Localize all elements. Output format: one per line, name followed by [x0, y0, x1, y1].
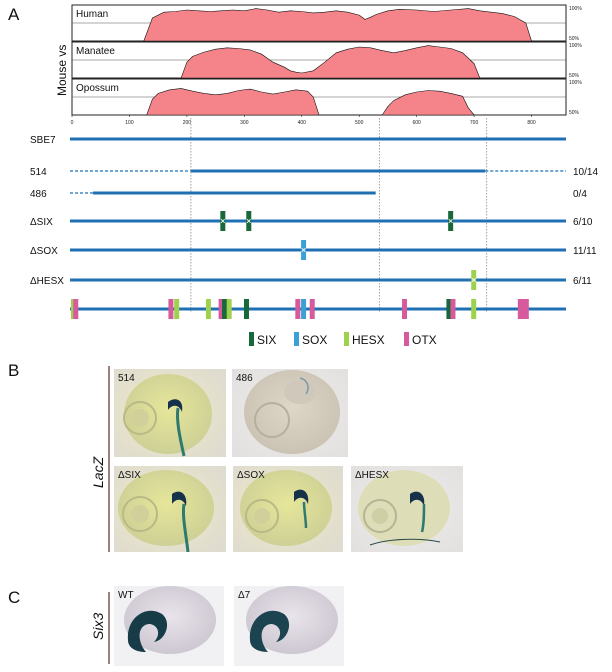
embryo-image-dsox: ΔSOX [233, 466, 343, 552]
legend-label-sox: SOX [302, 333, 327, 347]
site-legend: SIX SOX HESX OTX [249, 332, 437, 347]
position-axis: 0 100 200 300 400 500 600 700 800 [71, 115, 536, 126]
axis-tick-label: 400 [298, 120, 307, 126]
binding-site-otx [450, 299, 456, 319]
binding-site-hesx [226, 299, 232, 319]
legend-label-six: SIX [257, 333, 276, 347]
image-label-wt: WT [118, 590, 134, 601]
binding-site-otx [168, 299, 174, 319]
binding-site-hesx [471, 299, 477, 319]
legend-label-hesx: HESX [352, 333, 385, 347]
construct-label: 514 [30, 167, 47, 178]
axis-tick-label: 300 [240, 120, 249, 126]
axis-tick-label: 600 [412, 120, 421, 126]
axis-tick-label: 500 [355, 120, 364, 126]
binding-site-otx [295, 299, 301, 319]
panel-label-b: B [8, 361, 19, 380]
track-name: Human [76, 9, 108, 20]
embryo-image-486: 486 [232, 369, 348, 457]
axis-tick-label: 700 [470, 120, 479, 126]
track-pct-bottom: 50% [569, 110, 580, 116]
binding-site-otx [309, 299, 315, 319]
binding-site-six [243, 299, 249, 319]
construct-ratio: 10/14 [573, 167, 598, 178]
mutation-mark [471, 277, 476, 283]
construct-row: 486 0/4 [30, 189, 587, 200]
image-label-dhesx: ΔHESX [355, 470, 389, 481]
embryo-image-514: 514 [114, 369, 226, 457]
construct-row: ΔSIX 6/10 [30, 211, 593, 231]
conservation-area [180, 45, 481, 79]
mutation-mark [448, 218, 453, 224]
binding-site-six [446, 299, 452, 319]
conservation-ylabel: Mouse vs [55, 45, 69, 96]
construct-ratio: 6/10 [573, 217, 593, 228]
track-pct-top: 100% [569, 43, 582, 49]
panel-label-a: A [8, 5, 20, 24]
legend-swatch-sox [294, 332, 299, 346]
binding-site-otx [218, 299, 224, 319]
embryo-image-d7: Δ7 [234, 586, 344, 666]
construct-ratio: 11/11 [573, 246, 597, 257]
track-pct-top: 100% [569, 6, 582, 12]
six3-label: Six3 [90, 613, 106, 640]
track-pct-bottom: 50% [569, 73, 580, 79]
track-pct-bottom: 50% [569, 36, 580, 42]
image-label-dsox: ΔSOX [237, 470, 265, 481]
construct-ratio: 0/4 [573, 189, 587, 200]
legend-label-otx: OTX [412, 333, 437, 347]
lacz-label: LacZ [90, 456, 106, 488]
binding-site-otx [517, 299, 529, 319]
construct-row: SBE7 [30, 135, 566, 146]
axis-tick-label: 800 [527, 120, 536, 126]
binding-site-sox [301, 299, 307, 319]
binding-site-six [222, 299, 228, 319]
binding-site-otx [73, 299, 79, 319]
construct-label: ΔHESX [30, 276, 64, 287]
construct-label: 486 [30, 189, 47, 200]
binding-site-otx [402, 299, 408, 319]
image-label-486: 486 [236, 373, 253, 384]
panel-label-c: C [8, 588, 20, 607]
embryo-image-dsix: ΔSIX [114, 466, 226, 553]
axis-tick-label: 200 [183, 120, 192, 126]
construct-label: ΔSOX [30, 246, 58, 257]
embryo-image-wt: WT [114, 586, 224, 666]
binding-site-hesx [174, 299, 180, 319]
construct-row: ΔSOX 11/11 [30, 240, 597, 260]
track-pct-top: 100% [569, 80, 582, 86]
embryo-image-dhesx: ΔHESX [351, 466, 463, 552]
track-name: Opossum [76, 83, 119, 94]
mutation-mark [220, 218, 225, 224]
legend-swatch-six [249, 332, 254, 346]
conservation-area [146, 88, 475, 116]
axis-tick-label: 0 [71, 120, 74, 126]
construct-row: ΔHESX 6/11 [30, 270, 592, 290]
mutation-mark [301, 247, 306, 253]
binding-site-hesx [205, 299, 211, 319]
construct-label: ΔSIX [30, 217, 53, 228]
construct-ratio: 6/11 [573, 276, 592, 287]
construct-row [70, 299, 566, 319]
track-name: Manatee [76, 46, 115, 57]
conservation-area [143, 8, 532, 42]
image-label-dsix: ΔSIX [118, 470, 141, 481]
axis-tick-label: 100 [125, 120, 134, 126]
construct-row: 514 10/14 [30, 167, 598, 178]
guide-lines [190, 118, 488, 312]
legend-swatch-otx [404, 332, 409, 346]
legend-swatch-hesx [344, 332, 349, 346]
image-label-514: 514 [118, 373, 135, 384]
construct-label: SBE7 [30, 135, 56, 146]
mutation-mark [246, 218, 251, 224]
image-label-d7: Δ7 [238, 590, 251, 601]
